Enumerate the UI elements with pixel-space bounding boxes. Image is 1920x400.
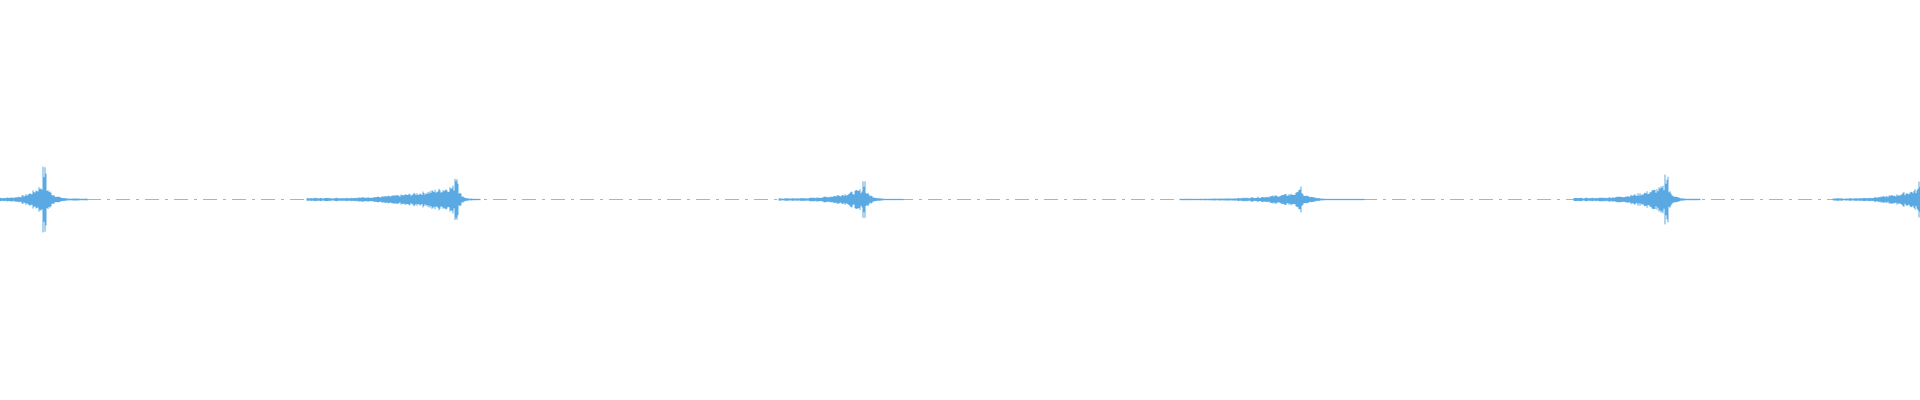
waveform-burst-5	[1573, 174, 1701, 225]
waveform-burst-4	[1179, 186, 1365, 213]
waveform-bursts	[0, 166, 1920, 233]
waveform-burst-2	[306, 179, 481, 220]
waveform-burst-3	[778, 181, 904, 218]
waveform-burst-1	[0, 166, 88, 233]
waveform-burst-6	[1832, 181, 1920, 218]
